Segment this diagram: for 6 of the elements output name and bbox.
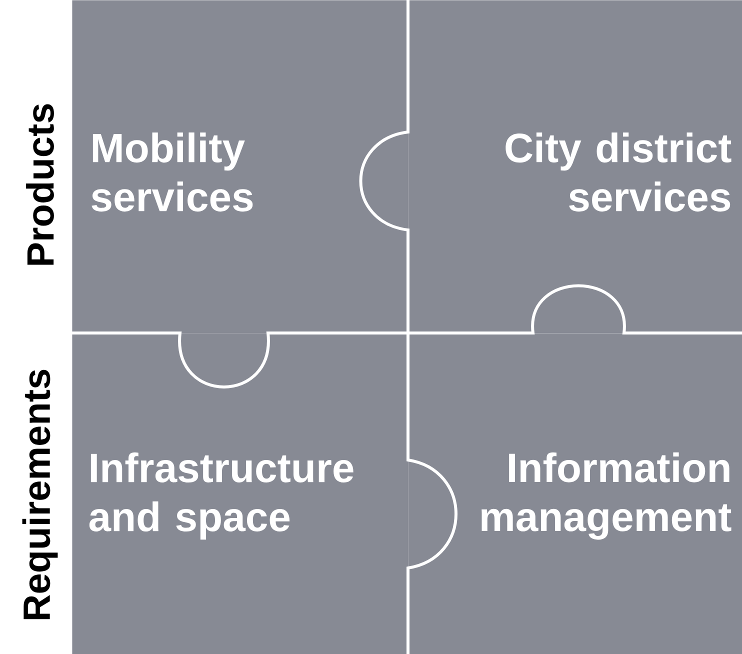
- puzzle-piece: Information management: [408, 333, 742, 654]
- axis-label: Requirements: [22, 370, 58, 620]
- puzzle-piece: Infrastructure and space: [72, 333, 408, 654]
- puzzle-piece: Mobility services: [72, 0, 408, 334]
- puzzle-piece: City district services: [408, 0, 742, 334]
- axis-label: Products: [26, 104, 54, 265]
